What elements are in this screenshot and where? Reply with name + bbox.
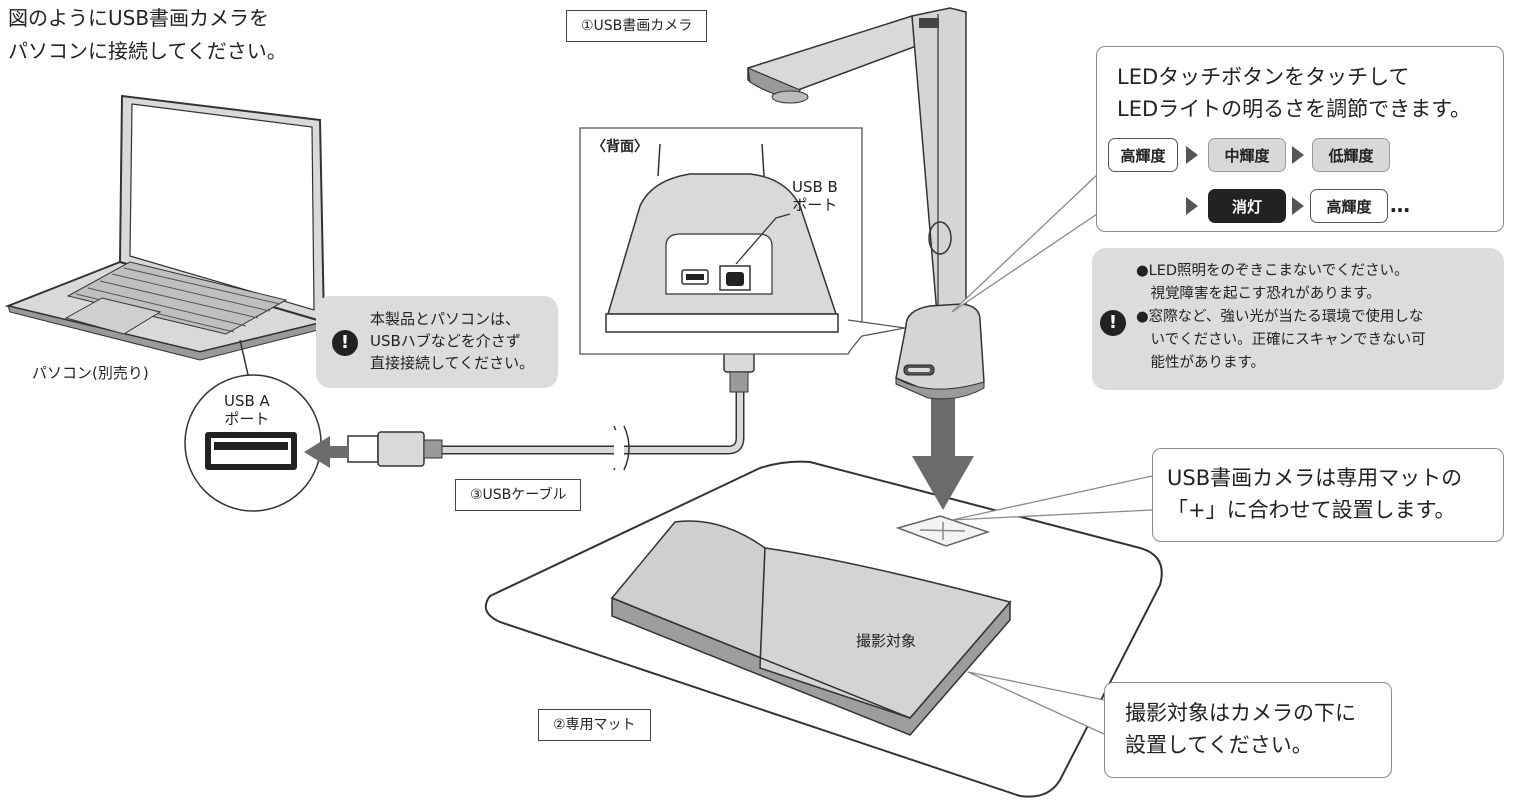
led-callout: LEDタッチボタンをタッチして LEDライトの明るさを調節できます。 [1096, 46, 1504, 232]
label-back-view: 〈背面〉 [592, 139, 648, 155]
left-arrow-icon [304, 436, 348, 468]
plus-marker [895, 515, 991, 547]
led-ellipsis: … [1390, 193, 1410, 217]
warning-icon: ! [1100, 310, 1126, 336]
led-step-3: 低輝度 [1312, 138, 1390, 172]
mat-callout-text: USB書画カメラは専用マットの 「+」に合わせて設置します。 [1167, 466, 1463, 522]
label-camera: ①USB書画カメラ [566, 10, 708, 42]
subject-callout: 撮影対象はカメラの下に 設置してください。 [1104, 682, 1392, 778]
down-arrow-icon [912, 394, 974, 510]
intro-text: 図のようにUSB書画カメラを パソコンに接続してください。 [8, 6, 287, 63]
led-step-1: 高輝度 [1108, 138, 1178, 172]
mat-callout: USB書画カメラは専用マットの 「+」に合わせて設置します。 [1152, 448, 1504, 542]
label-usb-b-port: USB B ポート [792, 178, 838, 214]
label-pc: パソコン(別売り) [32, 364, 149, 382]
warning-icon: ! [332, 330, 358, 356]
triangle-icon [1292, 146, 1304, 164]
led-callout-text: LEDタッチボタンをタッチして LEDライトの明るさを調節できます。 [1117, 65, 1472, 121]
label-cable: ③USBケーブル [455, 479, 582, 511]
led-step-5: 高輝度 [1310, 189, 1388, 223]
warning-pc: ! 本製品とパソコンは、 USBハブなどを介さず 直接接続してください。 [316, 296, 558, 388]
label-mat: ②専用マット [538, 709, 651, 741]
triangle-icon [1186, 197, 1198, 215]
triangle-icon [1186, 146, 1198, 164]
label-usb-a-port: USB A ポート [224, 392, 270, 428]
back-view-panel [579, 127, 906, 355]
book [610, 520, 1012, 736]
label-subject: 撮影対象 [856, 632, 917, 650]
callout-pointers [951, 171, 1153, 735]
warning-led-text: ●LED照明をのぞきこまないでください。 視覚障害を起こす恐れがあります。 ●窓… [1136, 263, 1426, 371]
led-step-4: 消灯 [1208, 189, 1286, 223]
camera-device [747, 7, 985, 400]
warning-pc-text: 本製品とパソコンは、 USBハブなどを介さず 直接接続してください。 [370, 310, 535, 372]
laptop [4, 94, 328, 361]
subject-callout-text: 撮影対象はカメラの下に 設置してください。 [1125, 701, 1356, 757]
led-step-2: 中輝度 [1208, 138, 1286, 172]
warning-led: ! ●LED照明をのぞきこまないでください。 視覚障害を起こす恐れがあります。 … [1092, 248, 1504, 390]
triangle-icon [1292, 197, 1304, 215]
usb-a-port-zoom [184, 339, 322, 512]
